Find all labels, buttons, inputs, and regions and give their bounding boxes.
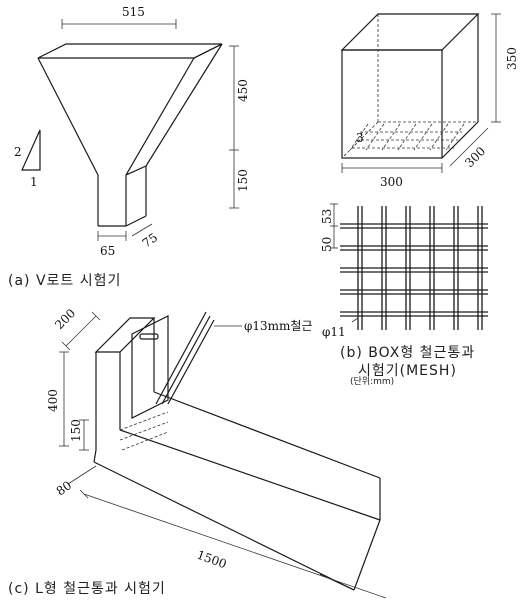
caption-box-mesh-line2: 시험기(MESH) xyxy=(358,363,457,379)
mesh-bar-diameter: φ11 xyxy=(322,325,346,339)
l-box-width: 200 xyxy=(52,306,78,332)
box-depth: 300 xyxy=(462,144,488,170)
mesh-drawing xyxy=(330,203,488,330)
rebar-label: φ13mm철근 xyxy=(244,319,313,333)
l-box-channel-height: 80 xyxy=(54,478,75,498)
l-box-gate-height: 150 xyxy=(69,419,83,442)
v-funnel-outlet-depth: 75 xyxy=(140,230,161,250)
slope-run-label: 1 xyxy=(30,175,38,189)
slope-rise-label: 2 xyxy=(14,145,22,159)
v-funnel-lower-height: 150 xyxy=(236,169,250,192)
box-mesh-offset: 3 xyxy=(356,131,364,145)
box-width: 300 xyxy=(380,175,403,189)
mesh-pitch: 50 xyxy=(320,237,334,252)
box-drawing xyxy=(340,13,501,173)
box-height: 350 xyxy=(505,47,519,70)
v-funnel-top-width: 515 xyxy=(122,5,145,19)
unit-note: (단위:mm) xyxy=(350,376,394,387)
caption-v-funnel: (a) V로트 시험기 xyxy=(8,273,122,289)
caption-l-box: (c) L형 철근통과 시험기 xyxy=(8,581,166,597)
l-box-drawing xyxy=(59,311,387,599)
v-funnel-drawing xyxy=(21,19,239,241)
l-box-length: 1500 xyxy=(195,548,228,572)
v-funnel-upper-height: 450 xyxy=(236,79,250,102)
caption-box-mesh-line1: (b) BOX형 철근통과 xyxy=(340,345,476,361)
v-funnel-outlet-width: 65 xyxy=(100,244,115,258)
mesh-pitch-top: 53 xyxy=(320,209,334,224)
l-box-height: 400 xyxy=(46,389,60,412)
